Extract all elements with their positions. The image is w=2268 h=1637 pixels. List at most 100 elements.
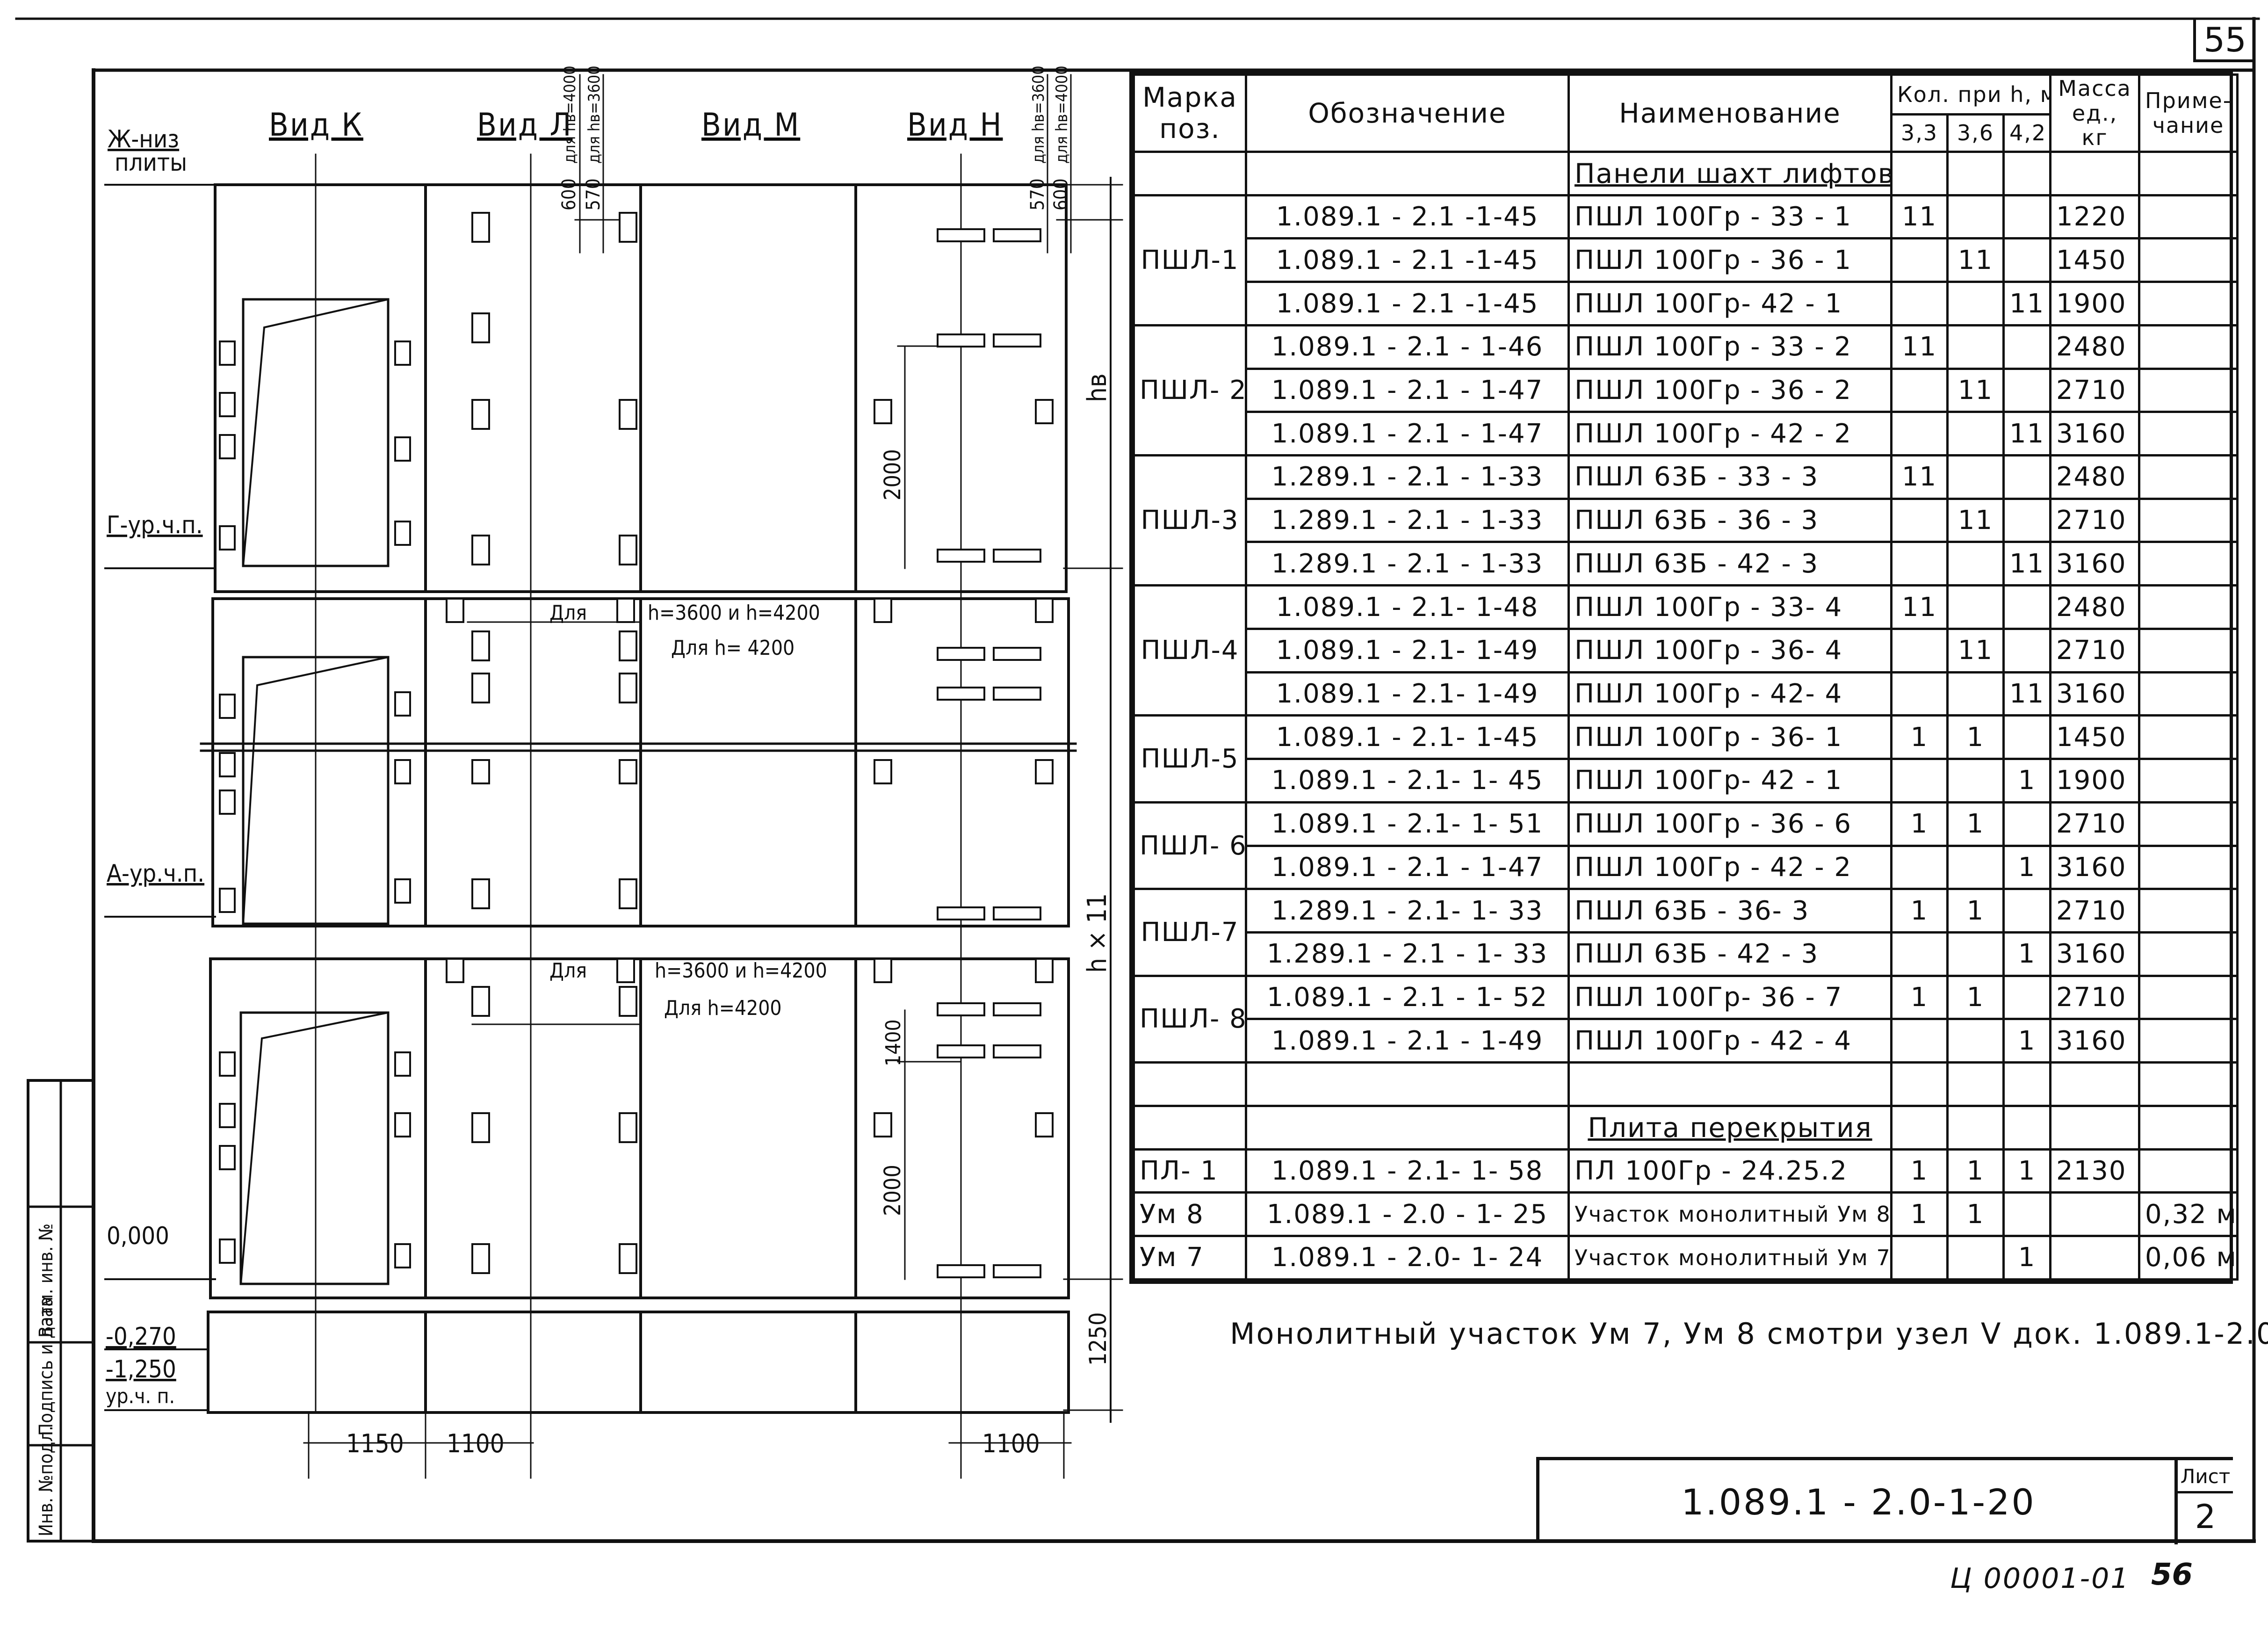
cell-qty: 1: [1890, 1191, 1949, 1237]
cell-qty: [2002, 324, 2052, 370]
cell-qty: 11: [2002, 541, 2052, 587]
cell-mass: 1900: [2049, 281, 2141, 326]
cell-qty: 11: [2002, 671, 2052, 717]
cell-mass: [2049, 1191, 2141, 1237]
cell-name: ПШЛ 63Б - 33 - 3: [1567, 454, 1892, 500]
cell-designation: 1.289.1 - 2.1 - 1-33: [1245, 497, 1570, 543]
cell-qty: [2002, 627, 2052, 674]
cell-designation: 1.089.1 - 2.1- 1- 45: [1245, 758, 1570, 804]
cell-mark: ПШЛ- 2: [1133, 324, 1247, 457]
cell-qty: 11: [1946, 237, 2005, 283]
cell-qty: [2002, 714, 2052, 761]
cell-qty: 1: [1946, 1191, 2005, 1237]
dim-1100: 1100: [447, 1429, 505, 1458]
cell-mass: 3160: [2049, 844, 2141, 891]
cell-designation: 1.089.1 - 2.1- 1-45: [1245, 714, 1570, 761]
header-qty-42: 4,2: [2002, 113, 2052, 153]
dim-600-l: 600: [558, 178, 580, 210]
dim-1150: 1150: [346, 1429, 404, 1458]
dim-h11: h × 11: [1082, 893, 1112, 973]
cell-note: [2138, 584, 2239, 630]
cell-name: ПШЛ 100Гр - 36 - 6: [1567, 801, 1892, 847]
level-top-2: плиты: [115, 149, 187, 177]
cell-qty: 11: [1890, 454, 1949, 500]
cell-qty: 1: [2002, 844, 2052, 891]
cell-mass: 2480: [2049, 324, 2141, 370]
cell-mass: 2480: [2049, 584, 2141, 630]
dim-2000-upper: 2000: [880, 449, 906, 500]
cell-mark: Ум 7: [1133, 1234, 1247, 1281]
dim-600-n: 600: [1050, 178, 1072, 210]
cell-designation: 1.089.1 - 2.0- 1- 24: [1245, 1234, 1570, 1281]
stamp-vzam: Взам. инв. №: [36, 1224, 57, 1338]
cell-qty: 1: [1890, 714, 1949, 761]
cell-designation: 1.089.1 - 2.1 - 1-47: [1245, 411, 1570, 457]
sheet-number: 2: [2195, 1498, 2216, 1536]
cell-qty: [1890, 541, 1949, 587]
cell-qty: [1946, 1018, 2005, 1064]
header-note: Приме- чание: [2138, 73, 2239, 153]
cell-mass: 2710: [2049, 367, 2141, 413]
specification-table: Марка поз. Обозначение Наименование Кол.…: [1129, 70, 2239, 1284]
cell-qty: 1: [2002, 1234, 2052, 1281]
cell-qty: [1890, 411, 1949, 457]
cell-designation: 1.089.1 - 2.1 - 1-47: [1245, 367, 1570, 413]
cell-note: 0,06 м³: [2138, 1234, 2239, 1281]
cell-note: [2138, 931, 2239, 977]
cell-note: [2138, 1018, 2239, 1064]
cell-qty: 1: [1946, 888, 2005, 934]
dim-1400: 1400: [881, 1019, 905, 1066]
cell-note: [2138, 497, 2239, 543]
header-qty: Кол. при h, м: [1890, 73, 2052, 116]
cell-mark: Ум 8: [1133, 1191, 1247, 1237]
title-stamp: 1.089.1 - 2.0-1-20 Лист 2: [1536, 1457, 2233, 1544]
callout-h3600-4200-2: h=3600 и h=4200: [655, 959, 827, 983]
cell-designation: 1.089.1 - 2.1 -1-45: [1245, 281, 1570, 326]
cell-qty: 1: [1946, 801, 2005, 847]
dim-1100-right: 1100: [982, 1429, 1040, 1458]
cell-name: Участок монолитный Ум 8: [1567, 1191, 1892, 1237]
dim-for4000-n: для hв=4000: [1053, 65, 1071, 164]
cell-qty: [2002, 888, 2052, 934]
cell-qty: [2002, 367, 2052, 413]
level-m1250: -1,250: [106, 1355, 176, 1383]
cell-designation: 1.089.1 - 2.1 -1-45: [1245, 194, 1570, 240]
cell-name: ПШЛ 100Гр - 36 - 1: [1567, 237, 1892, 283]
cell-designation: 1.289.1 - 2.1 - 1-33: [1245, 541, 1570, 587]
cell-designation: 1.089.1 - 2.1 -1-45: [1245, 237, 1570, 283]
cell-qty: [2002, 974, 2052, 1021]
callout-h3600-4200: h=3600 и h=4200: [648, 601, 820, 625]
archive-page: 56: [2151, 1557, 2193, 1592]
cell-designation: 1.089.1 - 2.1- 1-49: [1245, 627, 1570, 674]
cell-mass: 1450: [2049, 237, 2141, 283]
cell-name: ПШЛ 100Гр - 33 - 1: [1567, 194, 1892, 240]
cell-qty: [2002, 194, 2052, 240]
cell-mass: 2130: [2049, 1148, 2141, 1194]
cell-note: [2138, 758, 2239, 804]
view-n-title: Вид Н: [907, 107, 1003, 144]
callout-for: Для: [549, 601, 587, 625]
cell-mass: [2049, 1234, 2141, 1281]
cell-name: Участок монолитный Ум 7: [1567, 1234, 1892, 1281]
cell-note: [2138, 801, 2239, 847]
dim-for3600-l: для hв=3600: [585, 65, 604, 164]
cell-qty: [1946, 584, 2005, 630]
cell-mark: ПШЛ-4: [1133, 584, 1247, 717]
cell-mass: 3160: [2049, 541, 2141, 587]
cell-note: [2138, 627, 2239, 674]
stamp-inv-podl: Инв. №подл.: [36, 1426, 57, 1536]
cell-qty: [1946, 324, 2005, 370]
cell-name: ПШЛ 100Гр - 33 - 2: [1567, 324, 1892, 370]
cell-mass: 2710: [2049, 888, 2141, 934]
dim-570-n: 570: [1027, 178, 1048, 210]
cell-mass: 2710: [2049, 801, 2141, 847]
